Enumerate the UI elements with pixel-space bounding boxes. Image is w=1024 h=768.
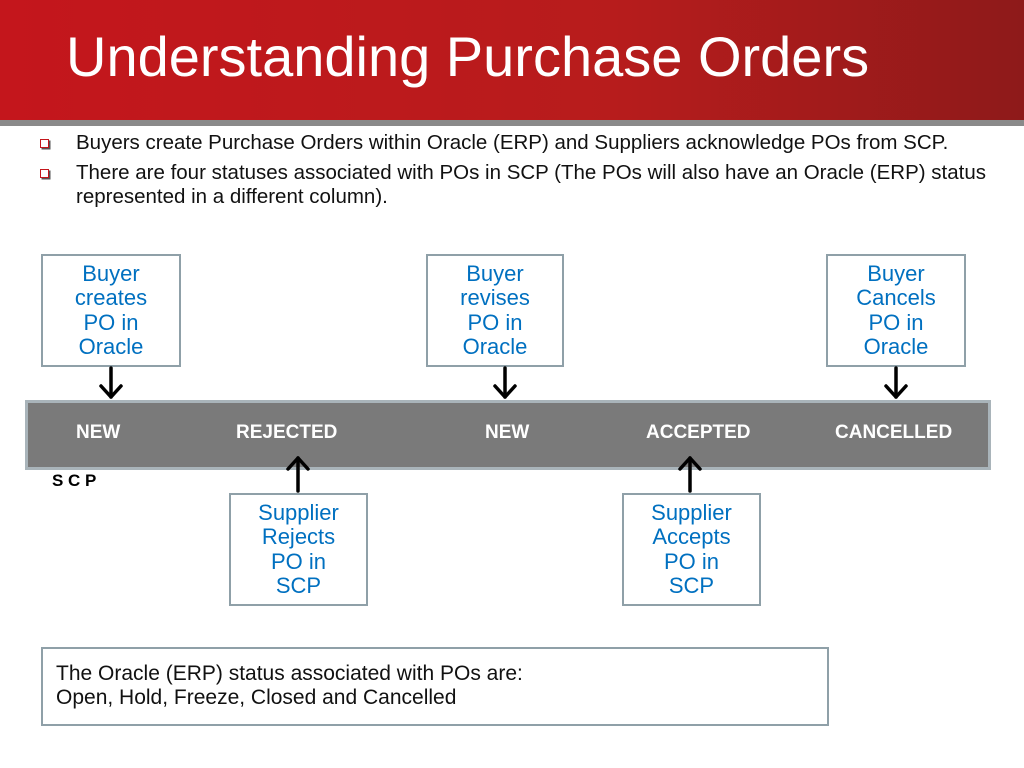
box-line: Buyer [82, 260, 140, 286]
box-line: SCP [275, 573, 322, 598]
box-line: PO in [83, 309, 139, 335]
status-new-revised: NEW [485, 422, 530, 443]
status-accepted: ACCEPTED [646, 422, 751, 443]
box-line: Supplier [651, 499, 732, 525]
box-line: creates [74, 285, 148, 310]
note-line: The Oracle (ERP) status associated with … [56, 662, 523, 685]
note-line: Open, Hold, Freeze, Closed and Cancelled [56, 686, 457, 709]
oracle-status-note: The Oracle (ERP) status associated with … [41, 647, 829, 726]
up-arrow-icon [286, 456, 310, 493]
box-line: PO in [663, 548, 720, 574]
box-line: Accepts [652, 524, 731, 549]
bullet-item: There are four statuses associated with … [38, 161, 998, 209]
down-arrow-icon [884, 366, 908, 399]
square-bullet-icon [40, 169, 49, 178]
box-line: Oracle [78, 334, 144, 359]
bullet-text: Buyers create Purchase Orders within Ora… [76, 131, 949, 154]
square-bullet-icon [40, 139, 49, 148]
box-line: Buyer [466, 260, 524, 286]
box-line: revises [460, 285, 530, 310]
box-line: PO in [868, 309, 924, 335]
box-line: Cancels [856, 285, 936, 310]
buyer-cancels-box: Buyer Cancels PO in Oracle [826, 254, 966, 367]
status-rejected: REJECTED [236, 422, 338, 443]
box-line: Oracle [863, 334, 929, 359]
up-arrow-icon [678, 456, 702, 493]
box-line: PO in [467, 309, 523, 335]
buyer-revises-box: Buyer revises PO in Oracle [426, 254, 564, 367]
buyer-creates-box: Buyer creates PO in Oracle [41, 254, 181, 367]
supplier-rejects-box: Supplier Rejects PO in SCP [229, 493, 368, 606]
down-arrow-icon [99, 366, 123, 399]
slide-title: Understanding Purchase Orders [66, 25, 870, 88]
box-line: PO in [270, 548, 327, 574]
title-banner: Understanding Purchase Orders [0, 0, 1024, 126]
status-cancelled: CANCELLED [835, 422, 953, 443]
box-line: SCP [668, 573, 715, 598]
down-arrow-icon [493, 366, 517, 399]
bullet-list: Buyers create Purchase Orders within Ora… [38, 131, 998, 215]
supplier-accepts-box: Supplier Accepts PO in SCP [622, 493, 761, 606]
bullet-text: There are four statuses associated with … [76, 161, 986, 208]
bullet-item: Buyers create Purchase Orders within Ora… [38, 131, 998, 155]
box-line: Buyer [867, 260, 925, 286]
status-new: NEW [76, 422, 121, 443]
box-line: Supplier [258, 499, 339, 525]
status-bar [25, 400, 991, 470]
box-line: Oracle [462, 334, 528, 359]
box-line: Rejects [261, 524, 336, 549]
system-label: S C P [52, 471, 97, 490]
